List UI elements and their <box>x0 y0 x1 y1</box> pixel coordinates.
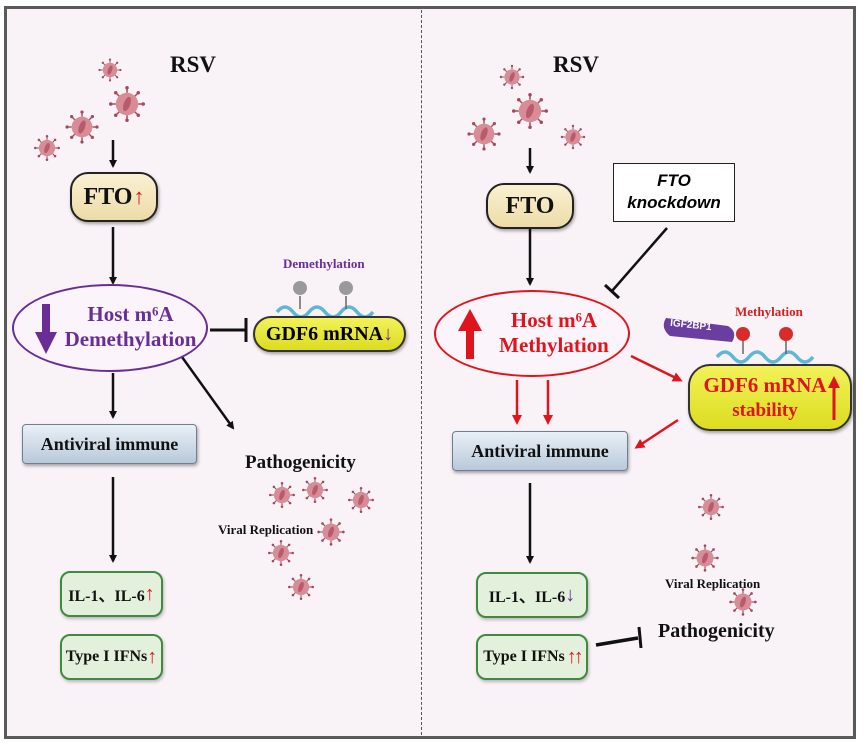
virus-icon <box>511 92 549 130</box>
virus-icon <box>267 539 295 567</box>
double-up-arrow-icon: ↑↑ <box>566 645 584 668</box>
right-methylation-label: Methylation <box>735 304 803 319</box>
m6a-mark <box>293 281 307 295</box>
virus-icon <box>301 476 329 504</box>
down-arrow-icon <box>35 304 57 354</box>
left-gdf6-box: GDF6 mRNA ↓ <box>253 316 406 352</box>
virus-icon <box>108 85 146 123</box>
ifn-label: Type I IFNs <box>65 648 148 665</box>
m6a-line1: Host m⁶A <box>510 308 598 332</box>
virus-icon <box>728 587 758 617</box>
left-il-box: IL-1、IL-6 ↑ <box>60 571 163 617</box>
virus-icon <box>697 493 725 521</box>
gdf6-label: GDF6 mRNA <box>265 322 384 345</box>
right-viral-replication-label: Viral Replication <box>665 576 761 591</box>
mrna-strand <box>275 305 375 319</box>
right-rsv-title: RSV <box>553 52 600 77</box>
right-ifn-box: Type I IFNs ↑↑ <box>476 634 588 680</box>
il-label: IL-1、IL-6 <box>488 589 566 606</box>
virus-icon <box>499 64 525 90</box>
up-arrow-icon: ↑ <box>133 184 145 209</box>
virus-icon <box>316 517 346 547</box>
right-m6a-text: Host m⁶A Methylation <box>484 308 624 358</box>
right-m6a-ellipse <box>434 290 630 377</box>
m6a-line2: Demethylation <box>64 327 197 351</box>
ifn-label: Type I IFNs <box>483 648 565 665</box>
virus-icon <box>287 573 315 601</box>
knockdown-line1: FTO <box>657 171 691 190</box>
m6a-line2: Methylation <box>499 333 609 357</box>
down-arrow-icon: ↓ <box>565 583 576 606</box>
right-fto-box: FTO <box>486 183 574 229</box>
virus-icon <box>64 109 100 145</box>
virus-icon <box>347 486 375 514</box>
left-antiviral-box: Antiviral immune <box>22 424 197 464</box>
fto-label: FTO <box>83 183 133 210</box>
left-m6a-text: Host m⁶A Demethylation <box>58 302 203 352</box>
mrna-strand <box>715 350 815 364</box>
up-arrow-icon: ↑ <box>144 582 155 605</box>
igf2bp1-protein <box>663 318 735 342</box>
left-demethylation-label: Demethylation <box>283 256 365 271</box>
m6a-line1: Host m⁶A <box>87 302 174 326</box>
m6a-mark <box>339 281 353 295</box>
fto-label: FTO <box>505 192 555 219</box>
gdf6-line1: GDF6 mRNA <box>703 373 827 397</box>
down-arrow-icon: ↓ <box>383 322 394 345</box>
virus-icon <box>98 57 123 83</box>
virus-icon <box>560 124 586 150</box>
right-pathogenicity-label: Pathogenicity <box>658 620 775 642</box>
left-rsv-title: RSV <box>170 52 217 77</box>
up-arrow-icon: ↑ <box>147 645 158 668</box>
left-ifn-box: Type I IFNs ↑ <box>60 634 163 680</box>
up-arrow-icon <box>458 309 482 359</box>
up-arrow-icon <box>828 376 840 425</box>
left-fto-box: FTO ↑ <box>70 172 158 222</box>
virus-icon <box>690 543 720 573</box>
knockdown-line2: knockdown <box>627 193 721 212</box>
virus-icon <box>268 481 296 509</box>
gdf6-text: GDF6 mRNA stability <box>702 372 828 424</box>
right-il-box: IL-1、IL-6 ↓ <box>476 572 588 618</box>
virus-icon <box>33 134 61 162</box>
virus-icon <box>466 116 502 152</box>
left-viral-replication-label: Viral Replication <box>218 522 314 537</box>
left-pathogenicity-label: Pathogenicity <box>245 452 356 473</box>
il-label: IL-1、IL-6 <box>68 588 145 605</box>
right-gdf6-box: GDF6 mRNA stability <box>688 364 852 431</box>
m6a-mark <box>736 327 750 341</box>
panel-divider <box>421 10 422 735</box>
gdf6-line2: stability <box>732 400 798 421</box>
m6a-mark <box>779 327 793 341</box>
fto-knockdown-box: FTO knockdown <box>613 163 735 222</box>
right-antiviral-box: Antiviral immune <box>452 431 628 471</box>
